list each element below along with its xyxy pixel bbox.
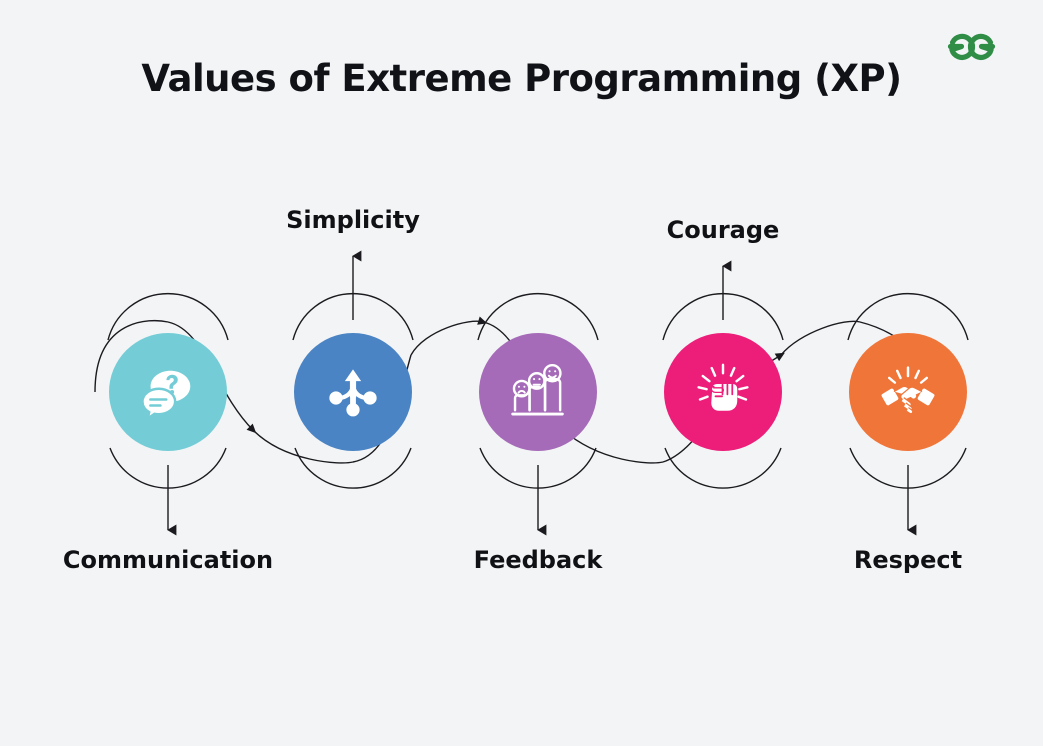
label-communication: Communication bbox=[62, 546, 274, 574]
converging-arrow-icon bbox=[324, 363, 382, 421]
label-feedback: Feedback bbox=[473, 546, 603, 574]
node-respect[interactable] bbox=[849, 333, 967, 451]
label-simplicity: Simplicity bbox=[286, 206, 420, 234]
speech-bubbles-question-icon bbox=[137, 361, 199, 423]
page-title: Values of Extreme Programming (XP) bbox=[141, 57, 902, 100]
geeksforgeeks-logo bbox=[935, 26, 1005, 66]
node-feedback[interactable] bbox=[479, 333, 597, 451]
label-courage: Courage bbox=[666, 216, 780, 244]
node-courage[interactable] bbox=[664, 333, 782, 451]
label-respect: Respect bbox=[853, 546, 963, 574]
node-simplicity[interactable] bbox=[294, 333, 412, 451]
raised-fist-icon bbox=[693, 362, 753, 422]
satisfaction-bar-chart-icon bbox=[508, 362, 568, 422]
handshake-icon bbox=[878, 362, 938, 422]
node-communication[interactable] bbox=[109, 333, 227, 451]
